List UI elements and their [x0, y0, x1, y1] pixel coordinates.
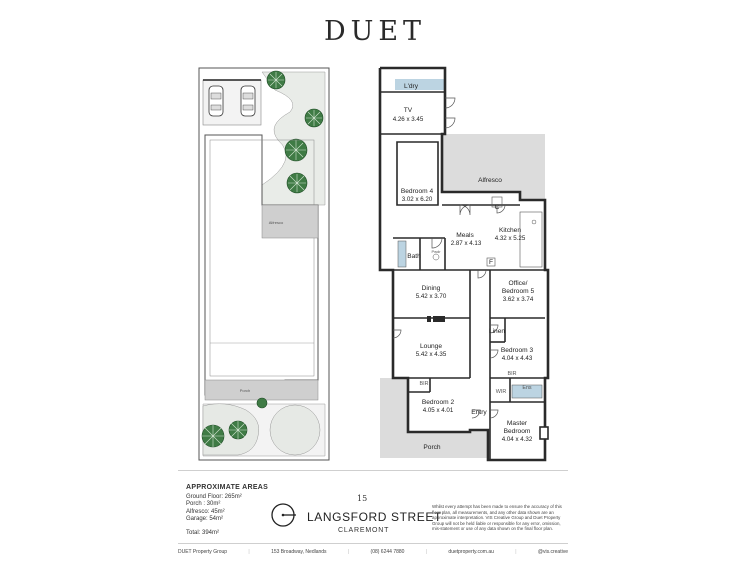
credit-handle[interactable]: @vis.creative	[537, 549, 568, 555]
room-lounge-label: Lounge	[420, 343, 442, 350]
room-bir-label: BIR	[420, 381, 429, 387]
room-bedroom3-dim: 4.04 x 4.43	[502, 355, 533, 362]
room-bedroom4-label: Bedroom 4	[401, 188, 434, 195]
areas-title: APPROXIMATE AREAS	[186, 484, 269, 491]
site-porch-area	[204, 379, 319, 401]
area-porch: Porch : 30m²	[186, 501, 221, 508]
room-pwdr-label: Pwdr	[431, 249, 441, 254]
alfresco-area	[442, 134, 545, 200]
room-dining-label: Dining	[422, 285, 441, 292]
tree-icon	[256, 397, 268, 409]
room-kitchen-label: Kitchen	[499, 227, 521, 234]
footer-divider	[178, 543, 568, 544]
room-bedroom3-label: Bedroom 3	[501, 347, 534, 354]
street-name: LANGSFORD STREET	[307, 510, 442, 524]
room-cupboard-label: C	[495, 204, 500, 211]
site-lawn-upper	[261, 71, 326, 206]
room-wir-label: WIR	[496, 389, 507, 395]
suburb-name: CLAREMONT	[338, 527, 390, 534]
disclaimer-text: Whilst every attempt has been made to en…	[432, 504, 562, 532]
room-office-label: Office/	[509, 280, 528, 287]
car-icon	[208, 85, 224, 117]
company-phone[interactable]: (08) 6244 7880	[370, 549, 405, 555]
site-alfresco-area	[261, 204, 319, 239]
room-porch-label: Porch	[423, 444, 441, 451]
contact-bar: DUET Property Group | 153 Broadway, Nedl…	[178, 549, 568, 555]
room-lounge-dim: 5.42 x 4.35	[416, 351, 447, 358]
room-master-label: Master	[507, 420, 528, 427]
room-meals-label: Meals	[456, 232, 474, 239]
area-alfresco: Alfresco: 45m²	[186, 508, 225, 515]
company-name: DUET Property Group	[178, 549, 228, 555]
room-bedroom2-dim: 4.05 x 4.01	[423, 407, 454, 414]
room-kitchen-dim: 4.32 x 5.25	[495, 235, 526, 242]
floor-plan: L'dry TV 4.26 x 3.45 Bedroom 4 3.02 x 6.…	[378, 66, 550, 462]
areas-list: Ground Floor: 265m² Porch : 30m² Alfresc…	[186, 494, 242, 524]
room-ensuite-label: Ens	[522, 385, 532, 391]
room-master-label-2: Bedroom	[504, 428, 531, 435]
car-icon	[240, 85, 256, 117]
room-office-label-2: Bedroom 5	[502, 288, 535, 295]
room-linen-label: Linen	[489, 328, 505, 335]
brand-logo: DUET	[323, 16, 427, 47]
bath-fixture	[397, 240, 407, 268]
room-tv-dim: 4.26 x 3.45	[393, 116, 424, 123]
company-address: 153 Broadway, Nedlands	[271, 549, 327, 555]
room-fridge-label: F	[489, 259, 493, 266]
room-bedroom2-label: Bedroom 2	[422, 399, 455, 406]
area-total: Total: 394m²	[186, 530, 220, 536]
room-alfresco-label: Alfresco	[478, 177, 502, 184]
room-bath-label: Bath	[407, 253, 421, 260]
room-master-dim: 4.04 x 4.32	[502, 436, 533, 443]
room-dining-dim: 5.42 x 3.70	[416, 293, 447, 300]
company-website-link[interactable]: duetproperty.com.au	[448, 549, 494, 555]
room-tv-label: TV	[404, 107, 413, 114]
room-meals-dim: 2.87 x 4.13	[451, 240, 482, 247]
site-plan: Alfresco Porch	[198, 67, 330, 461]
area-garage: Garage: 54m²	[186, 516, 224, 523]
footer-divider	[178, 470, 568, 471]
street-number: 15	[357, 494, 368, 503]
room-office-dim: 3.62 x 3.74	[503, 296, 534, 303]
site-alfresco-label: Alfresco	[269, 220, 284, 225]
north-compass-icon	[271, 503, 296, 527]
room-entry-label: Entry	[471, 409, 487, 416]
room-bedroom4-dim: 3.02 x 6.20	[402, 196, 433, 203]
room-bir-label-2: BIR	[508, 371, 517, 377]
room-laundry-label: L'dry	[404, 83, 419, 90]
laundry-fixture	[395, 79, 445, 90]
site-porch-label: Porch	[240, 388, 250, 393]
ensuite-fixture	[511, 384, 543, 399]
area-ground: Ground Floor: 265m²	[186, 494, 242, 500]
